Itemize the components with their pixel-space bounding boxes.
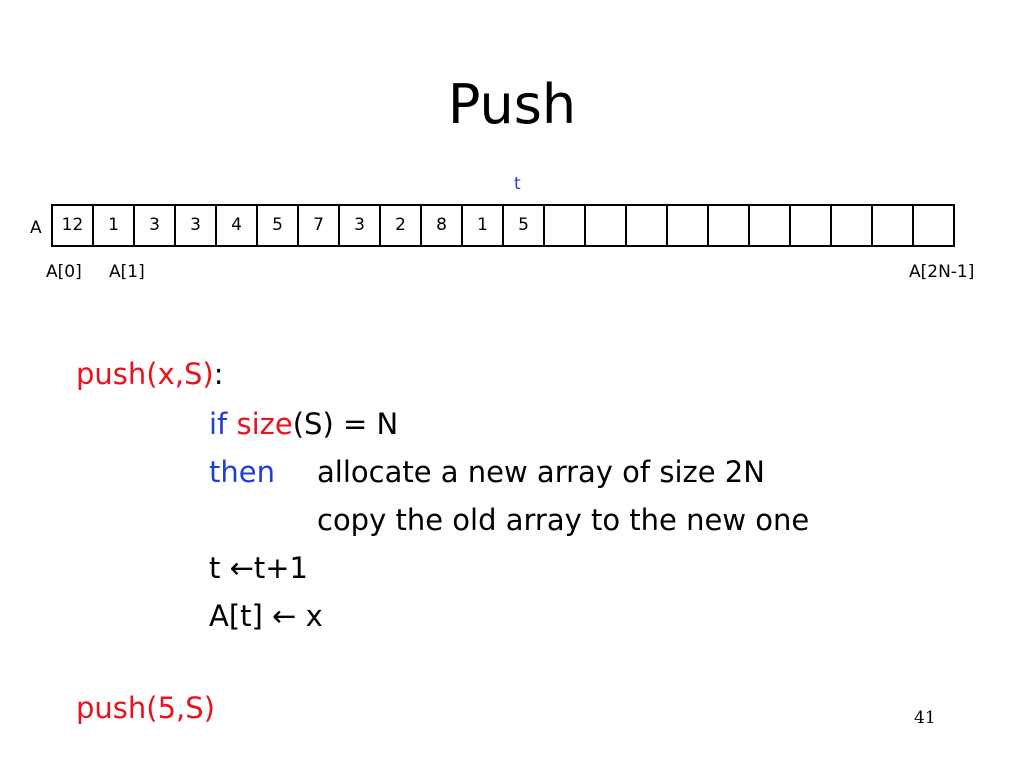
if-condition: (S) = N — [292, 407, 399, 441]
array-cell: 3 — [135, 206, 176, 245]
array-cell: 7 — [299, 206, 340, 245]
array-cell — [709, 206, 750, 245]
if-keyword: if — [209, 407, 228, 441]
index-label-last: A[2N-1] — [909, 262, 975, 282]
array-name-label: A — [30, 218, 42, 238]
signature-colon: : — [213, 357, 224, 391]
size-function: size — [236, 407, 293, 441]
array-cell: 5 — [504, 206, 545, 245]
array-cell — [627, 206, 668, 245]
array-cell — [914, 206, 953, 245]
array-cell: 2 — [381, 206, 422, 245]
array-cell: 1 — [94, 206, 135, 245]
index-label-first: A[0] — [46, 262, 82, 282]
array-cell: 4 — [217, 206, 258, 245]
array-cell: 8 — [422, 206, 463, 245]
slide-title: Push — [447, 73, 577, 136]
array-cell — [791, 206, 832, 245]
then-keyword: then — [209, 455, 275, 489]
then-line-2: copy the old array to the new one — [317, 503, 810, 537]
array-cell — [586, 206, 627, 245]
array-cell — [873, 206, 914, 245]
array-cell: 12 — [53, 206, 94, 245]
array-cell: 1 — [463, 206, 504, 245]
array-cell: 3 — [340, 206, 381, 245]
array-cell — [832, 206, 873, 245]
array-cell — [545, 206, 586, 245]
array-cell: 5 — [258, 206, 299, 245]
signature-text: push(x,S) — [76, 357, 214, 391]
push-call: push(5,S) — [76, 691, 215, 725]
code-if-line: if size(S) = N — [209, 406, 398, 442]
index-label-second: A[1] — [109, 262, 145, 282]
then-line-1: allocate a new array of size 2N — [317, 455, 765, 489]
assign-line: A[t] ← x — [209, 599, 323, 633]
increment-line: t ←t+1 — [209, 551, 309, 585]
top-pointer-label: t — [514, 174, 521, 194]
array-cell — [750, 206, 791, 245]
array-cell: 3 — [176, 206, 217, 245]
array-cell — [668, 206, 709, 245]
page-number: 41 — [914, 708, 936, 728]
code-signature: push(x,S): — [76, 356, 223, 392]
